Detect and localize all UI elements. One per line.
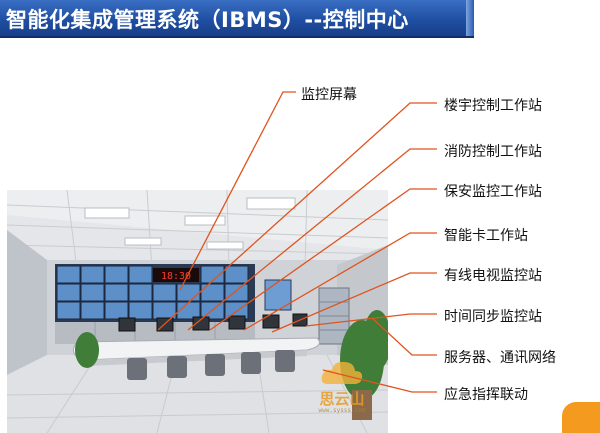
leader-line-security bbox=[209, 188, 437, 331]
led-clock-text: 18:30 bbox=[161, 271, 191, 282]
label-time-sync: 时间同步监控站 bbox=[444, 309, 542, 325]
leader-line-fire bbox=[187, 148, 437, 331]
corner-accent bbox=[562, 402, 600, 433]
leader-line-emergency bbox=[322, 369, 437, 393]
label-server-network: 服务器、通讯网络 bbox=[444, 350, 556, 366]
leader-line-screen bbox=[179, 91, 296, 291]
title-bar-stripe bbox=[466, 0, 474, 36]
leader-line-catv bbox=[271, 272, 437, 333]
control-room-illustration: 18:30 bbox=[7, 190, 388, 433]
watermark-name: 思云山 bbox=[319, 390, 365, 408]
label-emergency-command: 应急指挥联动 bbox=[444, 387, 528, 403]
page-title: 智能化集成管理系统（IBMS）--控制中心 bbox=[6, 8, 409, 32]
watermark: 思云山 www.sysss.com bbox=[307, 358, 377, 414]
label-smart-card: 智能卡工作站 bbox=[444, 228, 528, 244]
label-fire-control: 消防控制工作站 bbox=[444, 144, 542, 160]
led-clock bbox=[153, 268, 199, 282]
label-monitor-screen: 监控屏幕 bbox=[301, 87, 357, 103]
title-bar: 智能化集成管理系统（IBMS）--控制中心 bbox=[0, 0, 474, 38]
control-room-photo: 18:30 bbox=[7, 190, 388, 433]
leader-line-card bbox=[243, 232, 437, 331]
leader-line-building bbox=[157, 102, 437, 331]
watermark-url: www.sysss.com bbox=[318, 407, 366, 414]
label-building-control: 楼宇控制工作站 bbox=[444, 98, 542, 114]
label-security-monitor: 保安监控工作站 bbox=[444, 184, 542, 200]
label-catv-monitor: 有线电视监控站 bbox=[444, 268, 542, 284]
leader-line-server bbox=[371, 317, 437, 356]
cloud-logo-icon bbox=[321, 361, 363, 384]
leader-line-time bbox=[305, 313, 437, 327]
